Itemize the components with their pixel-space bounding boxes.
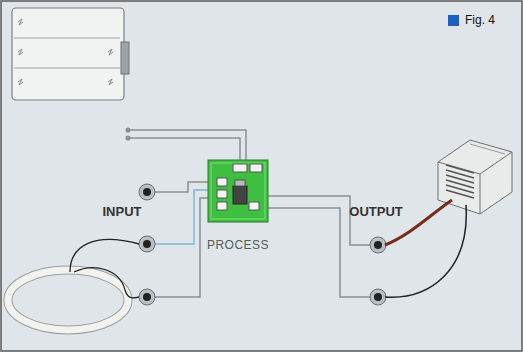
battery-pack xyxy=(12,8,129,100)
input-wire xyxy=(155,182,208,297)
battery-wire xyxy=(126,128,246,160)
coil-wire xyxy=(70,240,139,298)
circuit-board xyxy=(205,158,271,224)
black-lead xyxy=(385,205,466,297)
figure-number: Fig. 4 xyxy=(465,13,495,27)
pickup-coil xyxy=(8,270,128,330)
figure-marker xyxy=(448,15,459,26)
section-label: INPUT xyxy=(103,204,142,219)
process-board: PROCESS xyxy=(201,158,275,252)
stage-label: PROCESS xyxy=(201,238,275,252)
section-label: OUTPUT xyxy=(349,204,402,219)
